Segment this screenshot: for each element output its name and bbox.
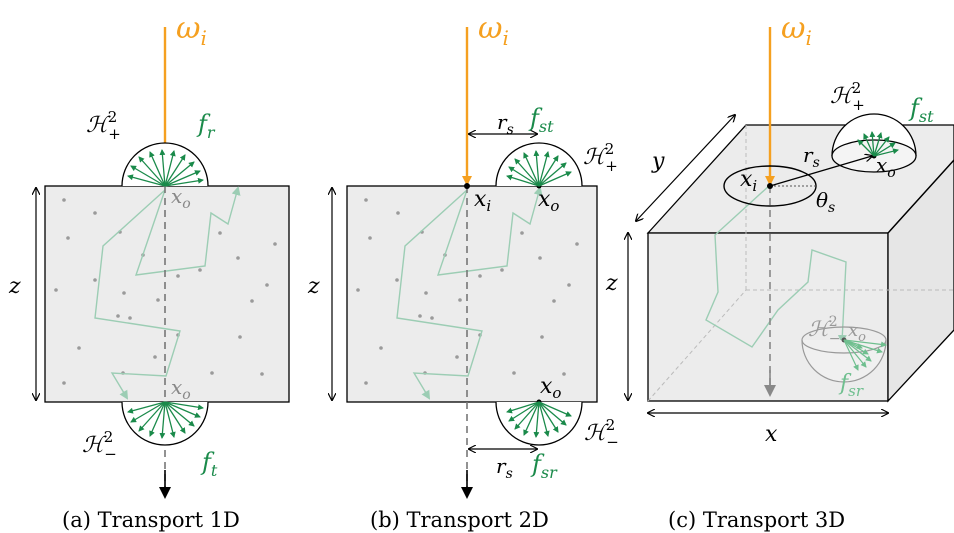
caption-3d: (c) Transport 3D xyxy=(668,508,845,532)
rs-bottom-label: rs xyxy=(496,454,513,482)
xi-label-3d: xi xyxy=(740,167,757,195)
omega-i-label-2d: ωi xyxy=(478,11,509,50)
z-label-1d: z xyxy=(8,274,21,299)
slab-2d xyxy=(346,185,598,403)
scatter-path-down-1d xyxy=(94,189,181,400)
h-minus-label-3d: ℋ2− xyxy=(808,314,840,347)
h-minus-label-2d: ℋ2− xyxy=(584,416,619,451)
omega-i-label-1d: ωi xyxy=(176,11,207,50)
hemisphere-bottom-2d xyxy=(495,401,583,446)
h-minus-label-1d: ℋ2− xyxy=(82,428,117,463)
fst-label-2d: fst xyxy=(528,104,554,136)
bssrdf-lobe-bottom-3d xyxy=(843,339,887,371)
xo-top-label-1d: xo xyxy=(171,184,191,212)
bssrdf-lobe-bottom-2d xyxy=(506,401,572,438)
hemisphere-bottom-1d xyxy=(121,401,209,446)
panel-3d: ωi ℋ2+ fst rs xo xi θs y z ℋ2− xo fsr x … xyxy=(605,11,954,532)
h-plus-label-2d: ℋ2+ xyxy=(583,140,618,175)
fr-label: fr xyxy=(196,110,216,142)
scatter-path-up-1d xyxy=(134,186,241,276)
z-label-2d: z xyxy=(307,274,320,299)
xo-top-label-3d: xo xyxy=(876,153,896,181)
fst-label-3d: fst xyxy=(908,94,934,126)
slab-1d xyxy=(44,185,290,403)
x-label-3d: x xyxy=(765,422,778,447)
particles-1d xyxy=(54,198,277,385)
bssrdf-lobe-top-2d xyxy=(506,150,572,187)
xo-bottom-label-2d: xo xyxy=(540,374,561,402)
scatter-path-down-2d xyxy=(396,189,483,400)
hemisphere-top-2d xyxy=(495,142,583,187)
btdf-lobe-bottom-1d xyxy=(127,401,204,439)
omega-i-label-3d: ωi xyxy=(781,11,812,50)
xo-top-label-2d: xo xyxy=(538,187,559,215)
caption-2d: (b) Transport 2D xyxy=(370,508,549,532)
h-plus-label-3d: ℋ2+ xyxy=(830,79,865,114)
fsr-label-2d: fsr xyxy=(530,450,558,482)
panel-2d: ωi rs fst ℋ2+ xi xo xo ℋ2− rs fsr z (b) … xyxy=(307,11,619,532)
theta-s-label: θs xyxy=(816,188,835,216)
y-dimension-3d xyxy=(636,115,735,221)
xi-label-2d: xi xyxy=(474,187,491,215)
rs-vector-3d xyxy=(769,156,872,187)
brdf-lobe-top-1d xyxy=(127,149,204,187)
xo-bottom-label-3d: xo xyxy=(848,320,866,345)
scatter-path-3d xyxy=(705,184,847,348)
rs-top-label: rs xyxy=(497,110,514,138)
y-label-3d: y xyxy=(651,149,665,174)
hemisphere-top-1d xyxy=(121,142,209,187)
bssrdf-lobe-top-3d xyxy=(857,131,899,157)
scatter-path-up-2d xyxy=(436,186,543,276)
caption-1d: (a) Transport 1D xyxy=(62,508,240,532)
panel-1d: ωi ℋ2+ fr xo xo ℋ2− ft z (a) Transport 1… xyxy=(8,11,290,532)
z-label-3d: z xyxy=(605,271,618,296)
h-plus-label-1d: ℋ2+ xyxy=(86,108,121,143)
rs-label-3d: rs xyxy=(803,143,820,171)
ft-label: ft xyxy=(200,448,218,480)
xo-bottom-label-1d: xo xyxy=(171,375,191,403)
particles-2d xyxy=(356,198,579,385)
